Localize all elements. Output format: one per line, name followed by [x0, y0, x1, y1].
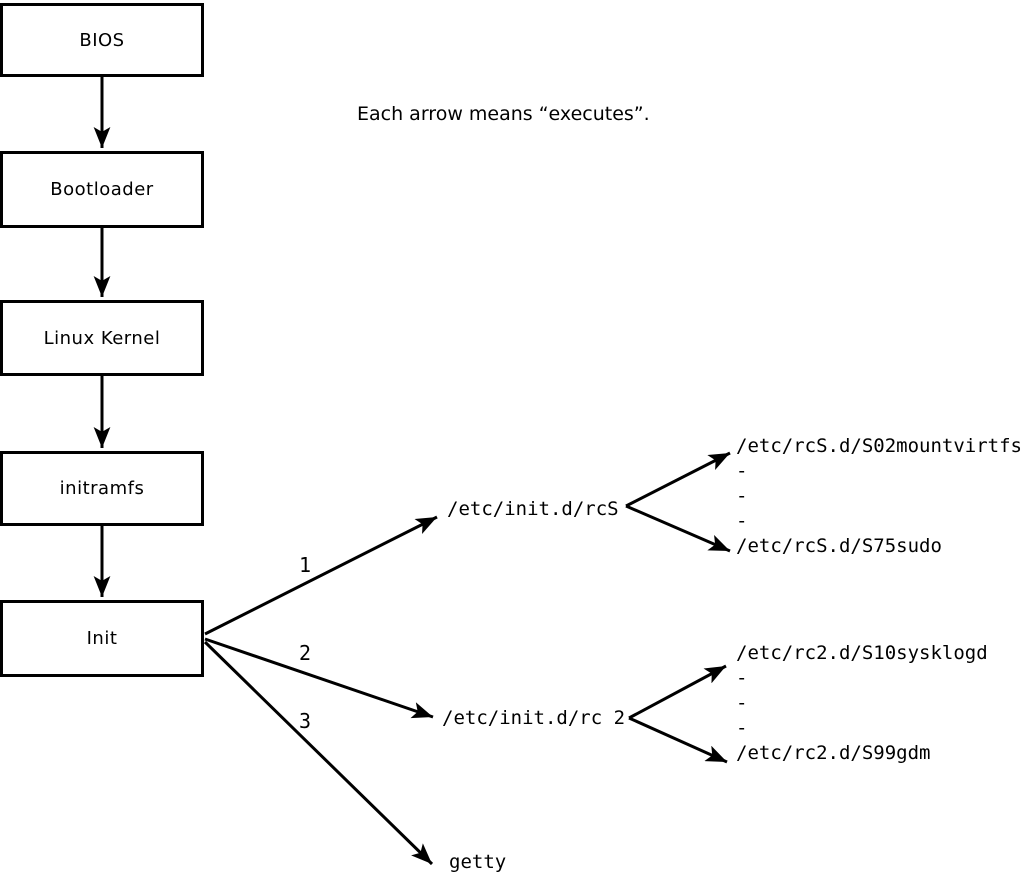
arrow-rcS-to-S75sudo	[625, 504, 731, 553]
node-etc-init-d-rcS: /etc/init.d/rcS	[447, 498, 619, 520]
arrow-rc2-to-S99gdm	[628, 716, 728, 764]
box-init: Init	[0, 600, 204, 677]
arrow-order-label-1: 1	[299, 553, 312, 577]
rc2-script-item: /etc/rc2.d/S10sysklogd	[736, 642, 988, 664]
arrow-rc2-to-S10sysklogd	[628, 664, 727, 720]
node-etc-init-d-rc2: /etc/init.d/rc 2	[442, 707, 626, 729]
rc2-script-item: -	[736, 692, 748, 714]
arrow-init-to-getty	[203, 640, 434, 866]
node-getty: getty	[449, 851, 507, 873]
box-bios: BIOS	[0, 3, 204, 77]
rc2-script-item: /etc/rc2.d/S99gdm	[736, 742, 931, 764]
rc2-script-item: -	[736, 717, 748, 739]
rcS-script-item: -	[736, 460, 748, 482]
rc2-script-item: -	[736, 667, 748, 689]
box-linux-kernel: Linux Kernel	[0, 300, 204, 376]
box-bootloader-label: Bootloader	[50, 179, 154, 200]
rcS-script-list: /etc/rcS.d/S02mountvirtfs - - - /etc/rcS…	[736, 434, 1022, 559]
diagram-caption: Each arrow means “executes”.	[357, 103, 650, 125]
arrow-order-label-3: 3	[299, 709, 312, 733]
box-initramfs-label: initramfs	[59, 478, 145, 499]
arrow-rcS-to-S02mountvirtfs	[625, 451, 731, 508]
box-linux-kernel-label: Linux Kernel	[43, 327, 161, 349]
rcS-script-item: /etc/rcS.d/S75sudo	[736, 535, 942, 557]
arrow-init-to-rcS	[204, 515, 438, 636]
box-bootloader: Bootloader	[0, 151, 204, 228]
rcS-script-item: /etc/rcS.d/S02mountvirtfs	[736, 435, 1022, 457]
arrow-order-label-2: 2	[299, 641, 312, 665]
box-initramfs: initramfs	[0, 451, 204, 526]
box-init-label: Init	[86, 628, 118, 649]
arrow-init-to-rc2	[204, 637, 434, 719]
rc2-script-list: /etc/rc2.d/S10sysklogd - - - /etc/rc2.d/…	[736, 641, 988, 766]
rcS-script-item: -	[736, 485, 748, 507]
box-bios-label: BIOS	[79, 29, 125, 51]
rcS-script-item: -	[736, 510, 748, 532]
